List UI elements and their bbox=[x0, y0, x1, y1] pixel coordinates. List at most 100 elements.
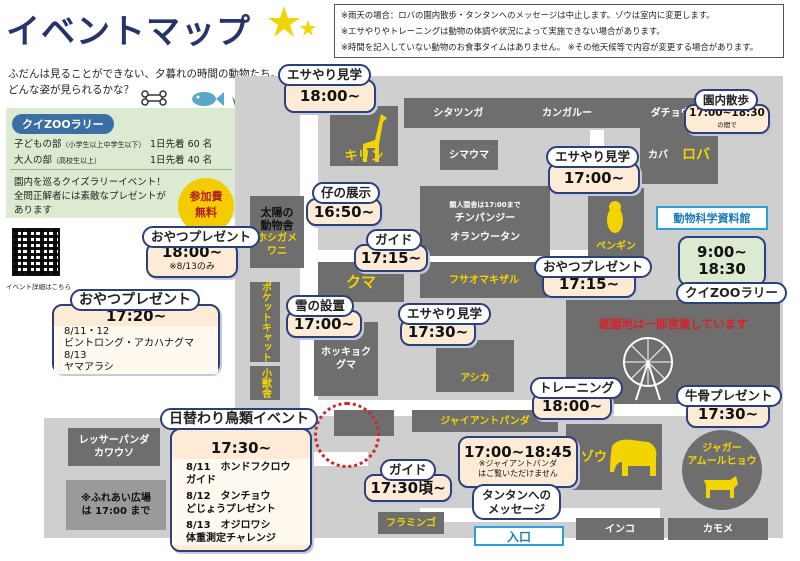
event-note: はご覧いただけません bbox=[478, 469, 558, 478]
event-label: 仔の展示 bbox=[312, 182, 381, 204]
area-flamingo: フラミンゴ bbox=[378, 512, 444, 534]
area-shimauma: シマウマ bbox=[440, 140, 498, 170]
area-kaba: カバ bbox=[648, 149, 668, 161]
area-kaba-roba: カバ ロバ bbox=[640, 126, 718, 184]
area-museum: 動物科学資料館 bbox=[656, 206, 768, 230]
elephant-icon bbox=[610, 439, 657, 476]
event-label: ガイド bbox=[380, 459, 436, 481]
area-hokkyoku-line: ホッキョク bbox=[321, 347, 371, 358]
intro-line: ふだんは見ることができない、夕暮れの時間の動物たち。 bbox=[8, 68, 281, 80]
intro-line: どんな姿が見られるかな？ bbox=[8, 84, 134, 96]
area-chimp-label: チンパンジー bbox=[454, 212, 516, 224]
event-note: の間で bbox=[717, 121, 737, 129]
ferris-wheel-icon bbox=[623, 337, 673, 401]
quiz-row-note: （小学生以上中学生以下） bbox=[61, 141, 146, 149]
event-item: 8/12 タンチョウ bbox=[186, 491, 271, 502]
area-wani: ワニ bbox=[267, 246, 287, 257]
event-label-line: メッセージ bbox=[487, 502, 546, 516]
event-item: どじょうプレゼント bbox=[186, 504, 276, 515]
event-label: エサやり見学 bbox=[278, 64, 372, 86]
star-icons bbox=[268, 6, 316, 37]
event-note: ※8/13のみ bbox=[169, 262, 215, 272]
event-label: 日替わり鳥類イベント bbox=[160, 408, 318, 430]
event-time: 17:15~ bbox=[360, 248, 422, 267]
event-label: おやつプレゼント bbox=[70, 289, 200, 311]
giraffe-icon bbox=[363, 114, 387, 162]
area-amusement-label: 遊園地は一部営業しています bbox=[598, 317, 748, 331]
area-taiyou-line: 動物舎 bbox=[260, 219, 294, 232]
page-title: イベントマップ bbox=[6, 12, 251, 52]
event-items: 8/11 ホンドフクロウ ガイド 8/12 タンチョウ どじょうプレゼント 8/… bbox=[172, 459, 310, 545]
quiz-desc-line: 園内を巡るクイズラリーイベント！ bbox=[14, 177, 166, 188]
event-time: 17:30~ bbox=[697, 404, 759, 423]
event-note: ※ジャイアントパンダ bbox=[478, 459, 558, 468]
area-shoujuu: 小獣舎 bbox=[250, 366, 280, 400]
area-ashika: アシカ bbox=[436, 340, 514, 392]
area-fureai: ※ふれあい広場 は 17:00 まで bbox=[66, 480, 166, 530]
area-chimp-note: 類人猿舎は17:00まで bbox=[449, 200, 521, 209]
area-penguin-label: ペンギン bbox=[596, 240, 636, 252]
qr-caption: イベント詳細はこちら bbox=[6, 283, 71, 291]
fee-value: 無料 bbox=[195, 206, 217, 219]
event-label: 牛骨プレゼント bbox=[676, 385, 782, 407]
event-label: 園内散歩 bbox=[694, 89, 758, 111]
fish-icon bbox=[192, 92, 224, 106]
quiz-row: 子どもの部（小学生以上中学生以下） bbox=[14, 136, 146, 150]
area-kuma-label: クマ bbox=[345, 272, 376, 291]
area-zou-label: ゾウ bbox=[580, 449, 607, 465]
area-inko: インコ bbox=[576, 518, 664, 540]
area-lesser-line: カワウソ bbox=[94, 448, 134, 459]
area-hokkyoku-line: グマ bbox=[336, 360, 356, 371]
area-lesser-line: レッサーパンダ bbox=[78, 435, 150, 446]
leopard-icon bbox=[704, 476, 738, 498]
area-panda-label: ジャイアントパンダ bbox=[440, 415, 530, 427]
area-row-top: シタツンガ カンガルー ダチョウ bbox=[404, 98, 720, 128]
event-label: エサやり見学 bbox=[546, 146, 640, 168]
notice-line: ※エサやりやトレーニングは動物の体調や状況によって実施できない場合があります。 bbox=[341, 26, 665, 36]
event-time: 17:00~ bbox=[293, 314, 355, 333]
fee-badge: 参加費 無料 bbox=[178, 178, 234, 234]
area-entrance[interactable]: 入口 bbox=[474, 526, 564, 546]
event-time: 18:00~ bbox=[541, 396, 603, 415]
fee-label: 参加費 bbox=[189, 190, 223, 203]
quiz-desc: 園内を巡るクイズラリーイベント！ 全問正解者には素敵なプレゼントが あります bbox=[14, 176, 166, 218]
event-label: おやつプレゼント bbox=[534, 256, 653, 278]
area-lesser: レッサーパンダ カワウソ bbox=[68, 428, 160, 466]
event-time: 17:30~ bbox=[210, 439, 272, 457]
qr-code[interactable] bbox=[12, 228, 60, 276]
area-jaguar-line: アムールヒョウ bbox=[687, 456, 757, 467]
area-jaguar-line: ジャガー bbox=[702, 443, 742, 454]
highlight-circle bbox=[314, 402, 380, 468]
area-hoshigame: ホシガメ bbox=[257, 233, 297, 244]
area-kangaroo: カンガルー bbox=[541, 107, 592, 119]
area-orangutan: オランウータン bbox=[450, 231, 520, 243]
notice-box: ※雨天の場合：ロバの園内散歩・タンタンへのメッセージは中止します。ゾウは室内に変… bbox=[334, 4, 784, 58]
quiz-desc-line: 全問正解者には素敵なプレゼントが bbox=[14, 191, 167, 202]
event-items: 8/11・12 ビントロング・アカハナグマ 8/13 ヤマアラシ bbox=[54, 326, 218, 374]
area-fusao-label: フサオマキザル bbox=[449, 274, 519, 286]
event-panda: 17:00~18:45 ※ジャイアントパンダ はご覧いただけません bbox=[458, 436, 578, 488]
event-label: おやつプレゼント bbox=[142, 226, 261, 248]
event-item: 8/13 bbox=[64, 350, 87, 361]
event-time: 18:00~ bbox=[161, 243, 223, 261]
event-time: 17:00~ bbox=[563, 168, 625, 187]
bone-icon bbox=[141, 90, 167, 106]
event-time: 16:50~ bbox=[313, 202, 375, 221]
area-chimp: 類人猿舎は17:00まで チンパンジー オランウータン bbox=[420, 186, 550, 256]
event-zou-training: 18:00~ bbox=[532, 392, 612, 420]
event-label: トレーニング bbox=[530, 377, 624, 399]
event-time: 17:30頃~ bbox=[370, 478, 446, 497]
area-panda: ジャイアントパンダ bbox=[412, 410, 558, 432]
event-time: 17:20~ bbox=[105, 307, 167, 325]
area-ashika-label: アシカ bbox=[460, 372, 490, 384]
area-pocket-label: ポケットキャット bbox=[259, 282, 271, 362]
quiz-heading: クイZOOラリー bbox=[12, 114, 114, 134]
area-shoujuu-label: 小獣舎 bbox=[259, 368, 271, 398]
event-birds: 17:30~ 8/11 ホンドフクロウ ガイド 8/12 タンチョウ どじょうプ… bbox=[170, 428, 312, 552]
event-item: 体重測定チャレンジ bbox=[186, 533, 276, 544]
event-time: 17:00~18:45 bbox=[463, 443, 573, 461]
quiz-row-value: 1日先着 40 名 bbox=[150, 155, 213, 166]
area-dachou: ダチョウ bbox=[650, 107, 691, 119]
event-label: タンタンへの メッセージ bbox=[472, 484, 561, 520]
area-flamingo-label: フラミンゴ bbox=[386, 517, 436, 529]
